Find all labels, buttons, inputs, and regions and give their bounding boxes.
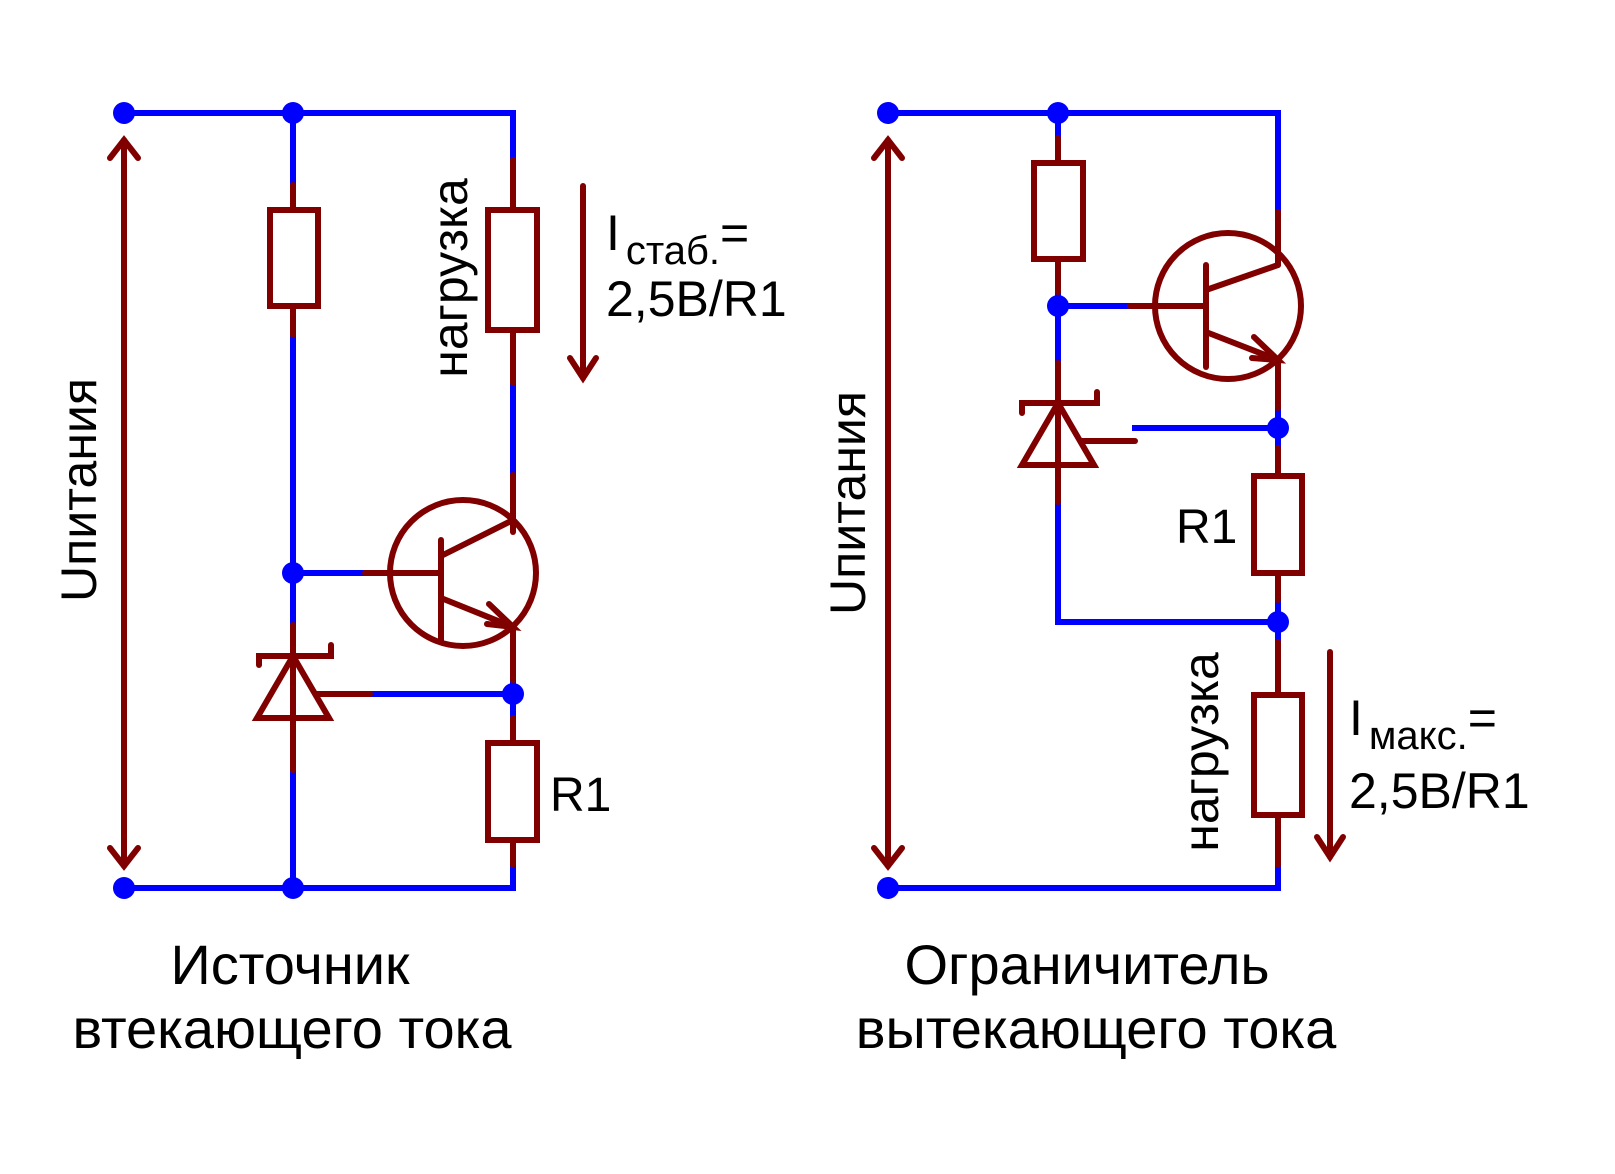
current-equals: = [720,205,749,261]
load-resistor [1251,639,1305,868]
caption-line1: Ограничитель [904,933,1269,996]
current-arrow [1314,649,1346,863]
r1-resistor [1251,445,1305,603]
load-label: нагрузка [1173,652,1229,852]
load-label: нагрузка [422,178,478,378]
shunt-regulator [251,622,373,773]
supply-voltage-arrow [107,135,141,871]
npn-transistor [1127,209,1304,411]
arrow-down-icon [871,845,905,871]
junction-node [1267,417,1289,439]
wire-bottom-rail [121,862,516,891]
load-resistor [485,157,540,386]
arrow-up-icon [871,135,905,161]
bias-resistor [1031,135,1086,295]
current-arrow [567,183,599,384]
arrow-down-icon [107,845,141,871]
r1-label: R1 [1176,501,1237,554]
terminal-node [113,102,135,124]
supply-voltage-arrow [871,135,905,871]
current-equals: = [1468,690,1497,746]
arrow-up-icon [107,135,141,161]
terminal-node [877,877,899,899]
current-subscript: макс. [1369,714,1468,758]
caption-line1: Источник [170,933,410,996]
junction-node [282,877,304,899]
r1-label: R1 [550,769,611,822]
supply-voltage-label: Uпитания [51,378,107,602]
junction-node [1047,295,1069,317]
npn-transistor [362,472,539,683]
r1-resistor [485,715,540,868]
wire-top-rail [121,110,516,163]
arrow-down-icon [1314,834,1346,863]
current-symbol: I [606,205,620,261]
junction-node [282,562,304,584]
junction-node [1047,102,1069,124]
junction-node [502,683,524,705]
junction-node [1267,611,1289,633]
current-symbol: I [1349,690,1363,746]
junction-node [282,102,304,124]
current-subscript: стаб. [626,229,720,273]
current-formula: 2,5В/R1 [1349,763,1530,819]
wire-top-rail [885,110,1281,215]
shunt-regulator [1016,360,1138,505]
caption-line2: втекающего тока [72,997,512,1060]
current-formula: 2,5В/R1 [606,271,787,327]
supply-voltage-label: Uпитания [820,391,876,615]
terminal-node [877,102,899,124]
terminal-node [113,877,135,899]
wire [1055,499,1281,625]
bias-resistor [267,182,321,338]
arrow-down-icon [567,355,599,384]
caption-line2: вытекающего тока [856,997,1337,1060]
wire-bottom-rail [885,862,1281,891]
